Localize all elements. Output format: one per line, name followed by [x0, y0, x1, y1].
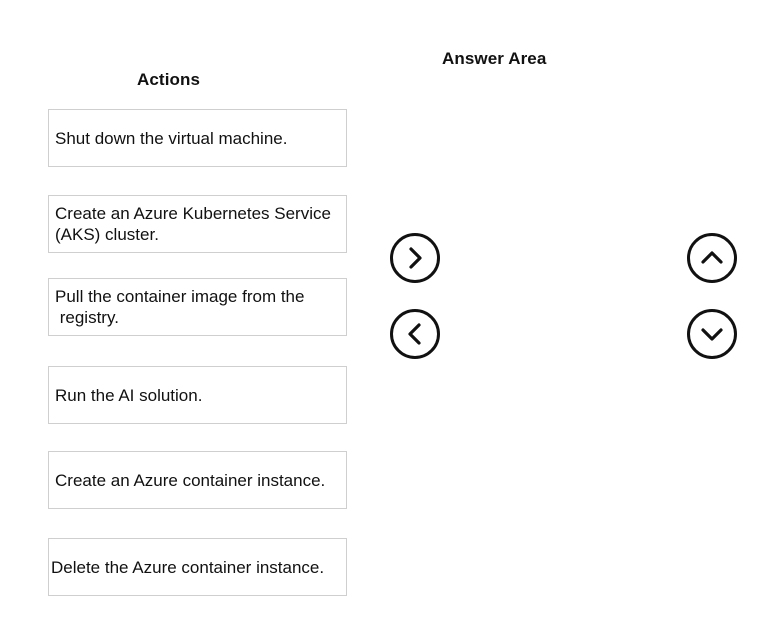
action-item-shut-down-vm[interactable]: Shut down the virtual machine.: [48, 109, 347, 167]
action-item-label: Run the AI solution.: [55, 385, 203, 405]
chevron-down-icon: [701, 328, 723, 341]
move-left-button[interactable]: [390, 309, 440, 359]
action-item-pull-container-image[interactable]: Pull the container image from the regist…: [48, 278, 347, 336]
action-item-create-container-instance[interactable]: Create an Azure container instance.: [48, 451, 347, 509]
chevron-left-icon: [408, 323, 421, 345]
action-item-label: Shut down the virtual machine.: [55, 128, 288, 148]
answer-area-drop-zone[interactable]: [456, 90, 666, 590]
action-item-label: Pull the container image from the regist…: [55, 287, 305, 327]
actions-heading: Actions: [137, 70, 201, 89]
move-down-button[interactable]: [687, 309, 737, 359]
action-item-label: Create an Azure container instance.: [55, 470, 326, 490]
move-up-button[interactable]: [687, 233, 737, 283]
action-item-create-aks-cluster[interactable]: Create an Azure Kubernetes Service (AKS)…: [48, 195, 347, 253]
action-item-delete-container-instance[interactable]: Delete the Azure container instance.: [48, 538, 347, 596]
action-item-label: Delete the Azure container instance.: [51, 557, 325, 577]
action-item-run-ai-solution[interactable]: Run the AI solution.: [48, 366, 347, 424]
move-right-button[interactable]: [390, 233, 440, 283]
chevron-up-icon: [701, 251, 723, 264]
action-item-label: Create an Azure Kubernetes Service (AKS)…: [55, 204, 331, 244]
answer-area-heading: Answer Area: [442, 49, 547, 68]
chevron-right-icon: [409, 247, 422, 269]
